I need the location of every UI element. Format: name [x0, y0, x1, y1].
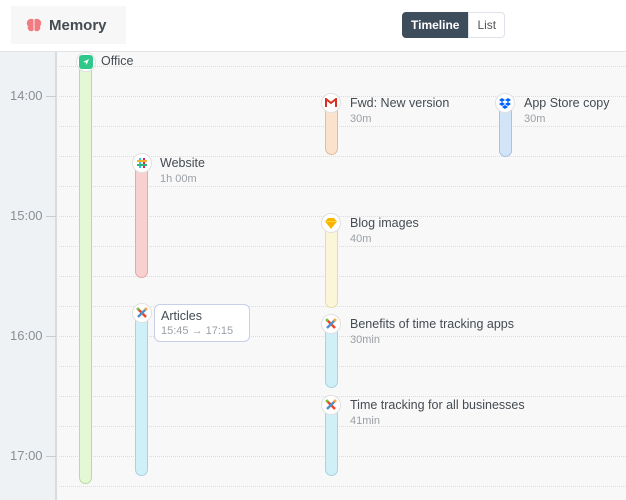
gridline — [59, 486, 626, 487]
location-arrow-icon — [79, 55, 93, 69]
tab-list[interactable]: List — [468, 12, 506, 38]
event-duration: 1h 00m — [160, 173, 197, 185]
event-badge-office[interactable] — [76, 52, 96, 72]
sketch-icon — [325, 217, 337, 229]
gridline — [59, 186, 626, 187]
time-gutter — [0, 52, 57, 500]
gridline — [59, 396, 626, 397]
tooltip-time-range: 15:45 → 17:15 — [161, 325, 234, 337]
gridline — [59, 336, 626, 337]
event-duration: 30min — [350, 334, 380, 346]
hour-tick — [46, 456, 56, 457]
gridline — [59, 246, 626, 247]
event-badge-blog[interactable] — [321, 213, 341, 233]
event-title: App Store copy — [524, 96, 610, 110]
event-duration: 30m — [524, 113, 546, 125]
event-title: Benefits of time tracking apps — [350, 317, 514, 331]
event-duration: 40m — [350, 233, 372, 245]
event-badge-time-tracking[interactable] — [321, 395, 341, 415]
event-title: Blog images — [350, 216, 419, 230]
slack-icon — [137, 158, 147, 168]
event-badge-fwd[interactable] — [321, 93, 341, 113]
event-badge-appstore[interactable] — [495, 93, 515, 113]
gridline — [59, 216, 626, 217]
hour-tick — [46, 216, 56, 217]
gridline — [59, 156, 626, 157]
gridline — [59, 426, 626, 427]
event-badge-benefits[interactable] — [321, 314, 341, 334]
gridline — [59, 66, 626, 67]
brain-icon — [26, 18, 42, 32]
event-bar-office[interactable] — [79, 60, 92, 484]
joomla-icon — [325, 399, 337, 410]
hour-label: 15:00 — [10, 208, 43, 223]
app-name: Memory — [49, 16, 107, 34]
dropbox-icon — [499, 98, 511, 109]
view-toggle: Timeline List — [402, 12, 506, 38]
tab-timeline[interactable]: Timeline — [402, 12, 469, 38]
gridline — [59, 456, 626, 457]
hour-label: 17:00 — [10, 448, 43, 463]
hour-tick — [46, 336, 56, 337]
event-badge-website[interactable] — [132, 153, 152, 173]
event-bar-website[interactable] — [135, 162, 148, 278]
hour-label: 14:00 — [10, 88, 43, 103]
gridline — [59, 306, 626, 307]
event-duration: 30m — [350, 113, 372, 125]
event-bar-blog[interactable] — [325, 222, 338, 308]
event-tooltip: Articles 15:45 → 17:15 — [154, 304, 250, 342]
event-badge-articles[interactable] — [132, 303, 152, 323]
event-title: Website — [160, 156, 205, 170]
gridline — [59, 366, 626, 367]
gmail-icon — [325, 98, 337, 107]
event-title: Fwd: New version — [350, 96, 450, 110]
joomla-icon — [136, 307, 148, 318]
joomla-icon — [325, 318, 337, 329]
brand[interactable]: Memory — [11, 6, 126, 44]
app-header: Memory Timeline List — [0, 0, 626, 52]
tooltip-title: Articles — [161, 309, 202, 323]
event-title: Office — [101, 54, 134, 68]
hour-label: 16:00 — [10, 328, 43, 343]
gridline — [59, 96, 626, 97]
gridline — [59, 126, 626, 127]
event-bar-articles[interactable] — [135, 312, 148, 476]
event-duration: 41min — [350, 415, 380, 427]
event-title: Time tracking for all businesses — [350, 398, 525, 412]
gridline — [59, 276, 626, 277]
hour-tick — [46, 96, 56, 97]
